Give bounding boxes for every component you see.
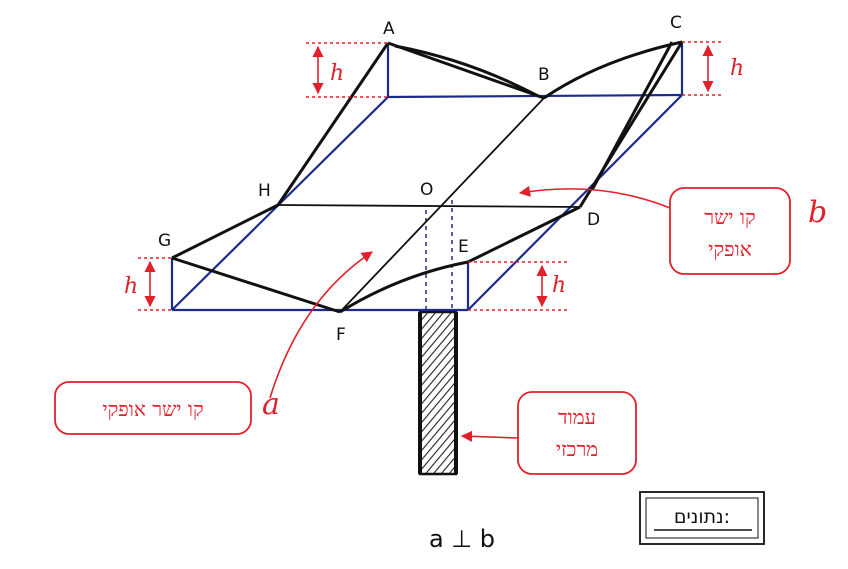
- label-C: C: [670, 13, 682, 33]
- pillar-hidden-lines: [425, 200, 453, 312]
- base-plane: [170, 42, 684, 312]
- label-G: G: [158, 231, 171, 251]
- height-label: h: [552, 273, 566, 298]
- line-label-b: b: [808, 195, 827, 230]
- callout-pillar: עמוד מרכזי: [460, 391, 637, 475]
- given-statement: a ⊥ b: [429, 525, 495, 553]
- label-A: A: [383, 19, 395, 39]
- label-D: D: [587, 210, 600, 230]
- label-H: H: [258, 181, 271, 201]
- line-label-a: a: [262, 387, 280, 422]
- label-O: O: [420, 180, 433, 200]
- roof-edges: [171, 40, 684, 314]
- callout-a-text: קו ישר אופקי: [102, 397, 203, 421]
- height-label: h: [730, 56, 744, 81]
- given-box: נתונים:: [639, 491, 765, 545]
- axis-lines: [277, 97, 581, 313]
- height-label: h: [330, 61, 344, 86]
- height-label: h: [124, 274, 138, 299]
- height-markers: [138, 41, 722, 311]
- label-F: F: [336, 325, 346, 345]
- label-B: B: [538, 65, 550, 85]
- height-labels: h h h h: [124, 56, 744, 299]
- point-labels: A B C D E F G H O: [158, 13, 682, 345]
- callout-b-line2: אופקי: [708, 237, 752, 261]
- callout-b-line1: קו ישר: [704, 205, 755, 229]
- callout-line-b: קו ישר אופקי b: [518, 185, 827, 275]
- callout-pillar-line2: מרכזי: [556, 437, 598, 461]
- given-label: נתונים:: [674, 506, 730, 528]
- callout-pillar-line1: עמוד: [558, 405, 596, 429]
- central-pillar: [418, 310, 458, 476]
- callout-line-a: קו ישר אופקי a: [54, 251, 373, 435]
- label-E: E: [458, 237, 469, 257]
